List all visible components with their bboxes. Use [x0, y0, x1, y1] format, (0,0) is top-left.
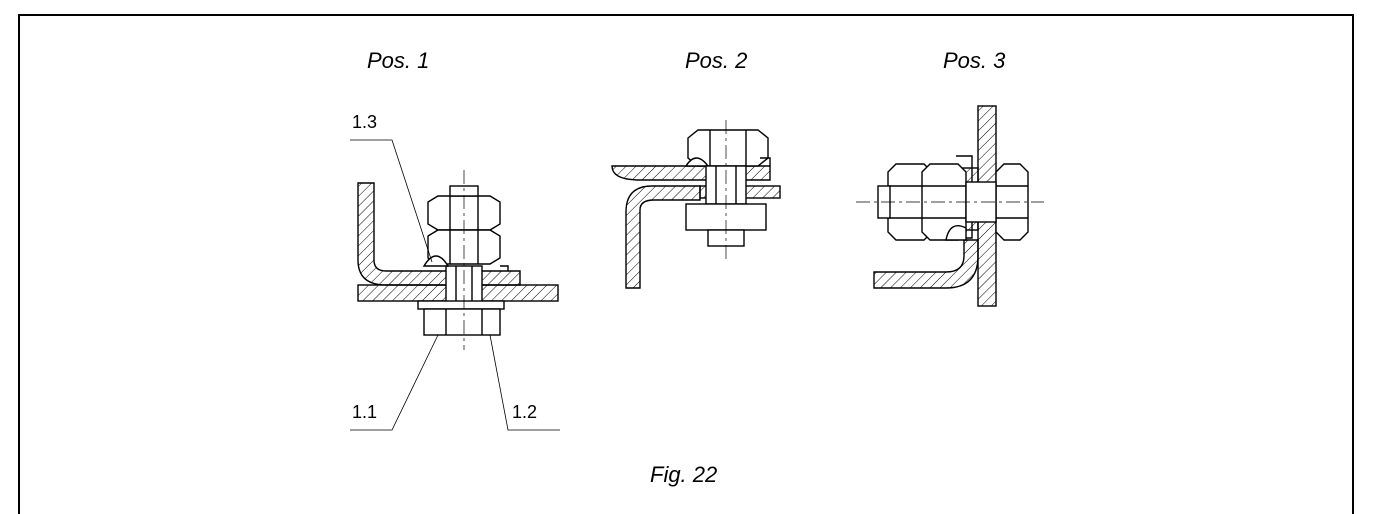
leader-1-3	[350, 139, 433, 263]
pos-1-weld	[422, 255, 450, 267]
leader-1-2	[489, 334, 560, 431]
pos-2-bracket	[625, 185, 701, 289]
pos-1-bottom-nut	[423, 308, 501, 336]
pos-3-assembly	[856, 105, 1044, 307]
pos-2-assembly	[611, 120, 781, 289]
technical-drawing	[350, 105, 1044, 431]
callout-1-3: 1.3	[352, 112, 378, 132]
callout-1-2: 1.2	[512, 402, 538, 422]
pos-1-title: Pos. 1	[367, 48, 430, 73]
pos-3-title: Pos. 3	[943, 48, 1006, 73]
figure-frame	[18, 14, 1354, 514]
pos-1-washer	[417, 300, 505, 310]
figure-caption: Fig. 22	[650, 462, 718, 487]
leader-1-1	[350, 334, 439, 431]
pos-1-bracket	[357, 182, 521, 286]
callout-1-1: 1.1	[352, 402, 378, 422]
pos-3-bracket	[873, 239, 979, 289]
pos-1-assembly	[350, 139, 560, 431]
pos-2-title: Pos. 2	[685, 48, 748, 73]
